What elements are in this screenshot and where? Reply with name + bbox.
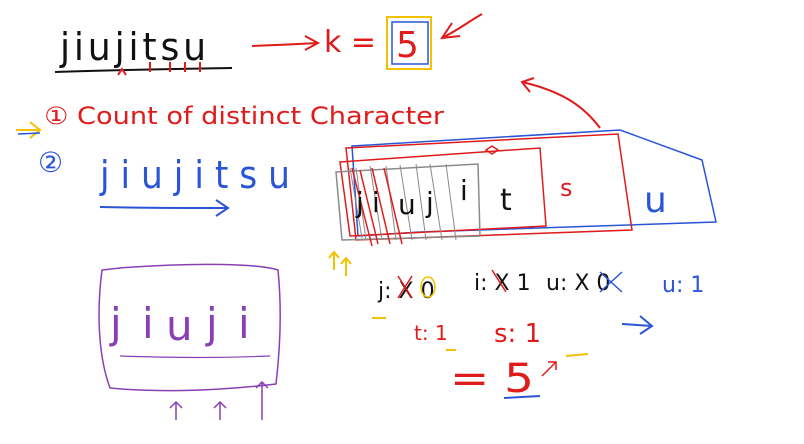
window-letter-i1: i (372, 186, 380, 219)
arrow-to-k (251, 35, 321, 51)
window-top-mark (484, 145, 500, 155)
k-value: 5 (396, 25, 419, 66)
result-underline (503, 395, 541, 399)
pointer-up-arrows (328, 250, 352, 276)
step1-pointer-arrow (16, 121, 42, 139)
purple-box (98, 263, 281, 392)
purple-letter-i2: i (238, 299, 250, 348)
count-j-zero-highlight (420, 276, 436, 298)
window-letter-s: s (560, 174, 573, 202)
curved-arrow-to-k (520, 77, 601, 129)
k-equals: k = (324, 25, 376, 60)
k-value-box-blue (391, 21, 429, 65)
k-value-box-yellow (386, 16, 432, 70)
purple-letter-j1: j (109, 299, 122, 348)
count-i-strike (491, 269, 507, 293)
count-j-strike (397, 275, 413, 299)
window-inner-red (339, 147, 547, 237)
result-arrow (541, 361, 557, 377)
word-title: jiujitsu (59, 25, 210, 69)
arrow-right-blue (621, 315, 654, 335)
purple-up-arrows (169, 380, 269, 420)
window-letter-j1: j (355, 186, 364, 219)
title-tick-marks (117, 62, 201, 76)
k-arrow-back (439, 13, 483, 40)
word-spaced: j i u j i t s u (99, 153, 290, 197)
count-u-first: u: X 0 (546, 271, 610, 296)
step1-text: ① Count of distinct Character (44, 102, 444, 130)
purple-letter-j2: j (205, 299, 218, 348)
step2-marker: ② (38, 146, 63, 179)
title-underline (54, 67, 233, 73)
window-letter-t: t (500, 183, 512, 218)
count-u-second: u: 1 (662, 273, 704, 298)
window-letter-j2: j (425, 186, 434, 219)
step1-pointer-arrow-blue (17, 132, 41, 135)
count-u-strike (599, 271, 623, 293)
window-letter-u-last: u (644, 180, 667, 221)
purple-box-inner-line (119, 355, 271, 359)
direction-arrow (99, 199, 230, 217)
window-letter-u: u (398, 188, 416, 221)
count-t: t: 1 (414, 321, 448, 345)
purple-letter-i1: i (142, 299, 154, 348)
window-middle-red (345, 133, 633, 241)
count-s: s: 1 (494, 319, 541, 349)
window-letter-i2: i (460, 174, 468, 207)
window-red-strikes (351, 167, 403, 247)
purple-letter-u: u (166, 301, 193, 350)
count-j: j: X 0 (377, 279, 435, 304)
count-i: i: X 1 (474, 271, 531, 296)
result: = 5 (450, 356, 534, 402)
count-s-underline (565, 353, 589, 357)
